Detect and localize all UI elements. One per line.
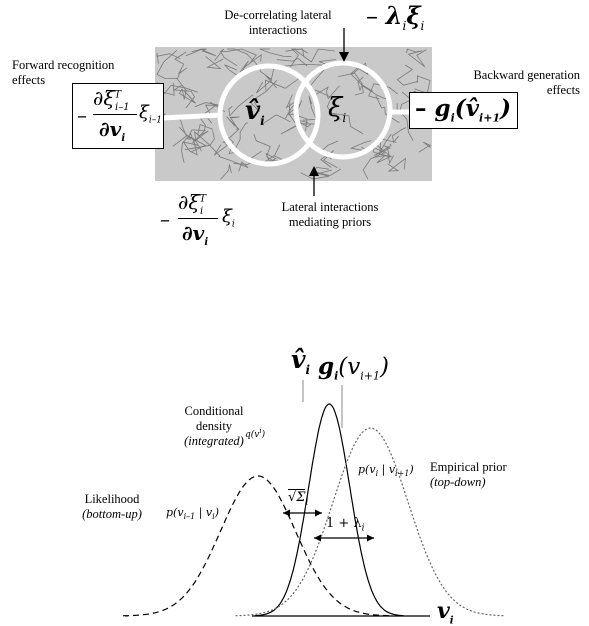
neurite-stroke: [300, 169, 332, 180]
sigma-arrowhead-left: [283, 509, 290, 517]
neurite-stroke: [229, 116, 240, 130]
neurite-stroke: [406, 48, 419, 54]
neurite-stroke: [221, 48, 257, 64]
lateral-numerator: ∂ξTi: [178, 190, 207, 217]
neurite-stroke: [220, 164, 232, 180]
likelihood-label: Likelihood (bottom-up): [82, 492, 142, 521]
backward-formula-box: – gi(v̂i+1): [409, 92, 518, 129]
conditional-density-curve: [254, 403, 404, 617]
density-curves: [122, 403, 506, 617]
neurite-stroke: [249, 79, 278, 112]
neurite-stroke: [214, 48, 238, 67]
neurite-stroke: [172, 116, 187, 147]
neurite-stroke: [172, 84, 196, 109]
sigma-arrowhead-right: [315, 509, 322, 517]
conditional-q: q(vi): [245, 427, 266, 440]
decorrelating-label: De-correlating lateral interactions: [224, 8, 332, 37]
empirical-label: Empirical prior (top-down): [430, 460, 507, 489]
neurite-stroke: [178, 88, 196, 104]
neurite-stroke: [374, 143, 392, 156]
neurite-stroke: [302, 95, 317, 121]
neurite-stroke: [184, 130, 215, 151]
neurite-stroke: [285, 48, 335, 63]
conditional-label: Conditional density (integrated): [184, 404, 244, 448]
neurite-stroke: [156, 53, 181, 64]
forward-channel: [161, 112, 223, 121]
g-label: gi(vi+1): [318, 353, 389, 383]
lambda-arrowhead-right: [367, 534, 374, 542]
likelihood-p: p(vi–1 | vi): [166, 506, 219, 522]
node-xi-symbol: ξi: [328, 93, 347, 126]
lateral-denominator: ∂vi: [182, 221, 209, 248]
neurite-stroke: [333, 113, 364, 134]
neurite-stroke: [227, 48, 261, 70]
neurite-stroke: [378, 153, 394, 165]
neurite-stroke: [315, 85, 340, 100]
neurite-stroke: [259, 48, 292, 58]
backward-formula: – gi(v̂i+1): [415, 95, 511, 125]
neurite-stroke: [286, 103, 308, 132]
neurite-stroke: [253, 134, 275, 162]
forward-tail: ξi–1: [139, 102, 163, 126]
neurite-stroke: [185, 48, 207, 57]
vhat-label: v̂i: [291, 345, 311, 377]
neurite-stroke: [338, 72, 364, 96]
neurite-stroke: [391, 127, 407, 144]
neurite-stroke: [174, 51, 188, 75]
neurite-stroke: [396, 103, 414, 141]
neurite-stroke: [320, 150, 338, 168]
forward-formula-box: – ∂ξTi–1 ∂vi ξi–1: [72, 83, 164, 149]
axis-label: vi: [437, 598, 454, 626]
neurite-stroke: [194, 130, 221, 157]
neurite-stroke: [350, 66, 387, 100]
neurite-stroke: [218, 156, 249, 172]
lateral-label: Lateral interactions mediating priors: [281, 200, 379, 229]
lambda-arrowhead-left: [314, 534, 321, 542]
neurite-stroke: [256, 74, 277, 94]
neurite-stroke: [418, 141, 431, 153]
neurite-stroke: [205, 56, 224, 70]
neurite-stroke: [379, 133, 397, 152]
neurite-stroke: [414, 75, 431, 94]
neurite-stroke: [276, 57, 308, 67]
forward-label: Forward recognition effects: [12, 58, 115, 87]
sigma-label: √Σi: [288, 489, 309, 508]
decorrelating-expr: – λiξi: [366, 1, 425, 33]
node-v-symbol: v̂i: [245, 96, 265, 129]
neurite-stroke: [181, 132, 197, 163]
neurite-stroke: [372, 144, 392, 164]
neurite-stroke: [265, 78, 300, 91]
neurite-stroke: [228, 94, 254, 117]
backward-label: Backward generation effects: [473, 68, 580, 97]
forward-numerator: ∂ξTi–1: [93, 86, 130, 113]
forward-denominator: ∂vi: [99, 117, 126, 144]
lateral-tail: ξi: [222, 206, 235, 230]
neurite-stroke: [396, 64, 418, 86]
lateral-formula: – ∂ξTi ∂vi ξi: [160, 190, 235, 248]
neurite-stroke: [260, 114, 291, 126]
empirical-p: p(vi | vi+1): [358, 463, 414, 479]
neurite-stroke: [191, 48, 216, 57]
neurite-stroke: [197, 123, 214, 136]
neurite-stroke: [259, 144, 282, 166]
likelihood-curve: [122, 475, 394, 617]
empirical-prior-curve: [235, 427, 506, 617]
lambda-label: 1 + λi: [326, 516, 365, 534]
neurite-stroke: [407, 49, 427, 68]
neurite-stroke: [387, 157, 407, 172]
neurite-stroke: [234, 122, 249, 151]
neurite-stroke: [362, 147, 386, 180]
neurite-stroke: [182, 141, 198, 156]
neurite-stroke: [163, 84, 198, 95]
neurite-stroke: [368, 83, 399, 100]
neurite-stroke: [156, 50, 178, 80]
decorrelating-arrowhead: [339, 52, 349, 62]
neurite-stroke: [315, 89, 341, 120]
neurite-stroke: [178, 126, 206, 140]
lateral-arrowhead: [309, 166, 319, 176]
